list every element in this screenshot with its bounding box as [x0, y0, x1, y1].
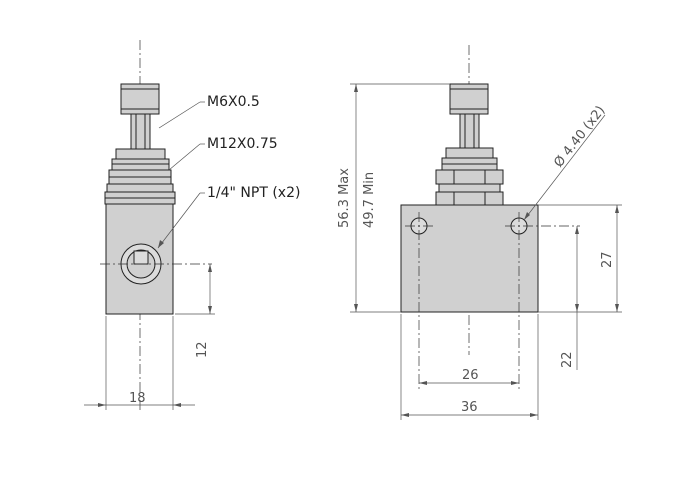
front-hex-nut — [435, 169, 504, 185]
dim-side-height: 12 — [195, 341, 210, 358]
front-knob-stem — [459, 113, 480, 149]
side-port-core — [133, 250, 149, 265]
dim-height-22: 22 — [560, 351, 575, 368]
leader-hole-dia — [523, 114, 606, 221]
callout-m12: M12X0.75 — [207, 136, 278, 152]
front-view: Ø 4.40 (x2) 56.3 Max 49.7 Min 27 22 26 — [337, 45, 622, 420]
callout-npt: 1/4" NPT (x2) — [207, 185, 300, 201]
leader-npt — [157, 192, 201, 249]
dim-overall-max: 56.3 Max — [337, 168, 352, 228]
dim-overall-min: 49.7 Min — [362, 172, 377, 228]
dim-front-width: 36 — [461, 400, 478, 415]
leader-m12 — [168, 143, 201, 171]
callout-m6: M6X0.5 — [207, 94, 260, 110]
leader-m6 — [158, 101, 201, 129]
side-knob-stem — [130, 113, 151, 150]
dim-side-width: 18 — [129, 391, 146, 406]
dim-hole-spacing: 26 — [462, 368, 479, 383]
side-thread-lower — [106, 183, 174, 193]
front-thread-lower — [438, 183, 501, 193]
dim-hole-dia: Ø 4.40 (x2) — [551, 103, 608, 170]
side-view: M6X0.5 M12X0.75 1/4" NPT (x2) 12 18 — [84, 40, 300, 410]
front-lower-nut — [435, 191, 504, 206]
side-collar — [115, 148, 166, 160]
front-collar — [445, 147, 494, 159]
dim-height-27: 27 — [600, 251, 615, 268]
